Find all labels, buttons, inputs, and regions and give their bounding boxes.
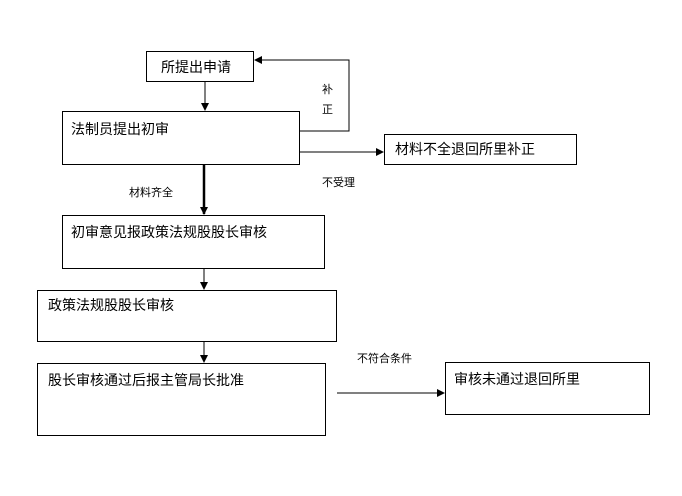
- step-policy-opinion-text: 初审意见报政策法规股股长审核: [71, 225, 267, 241]
- step-submit-box: 所提出申请: [146, 51, 254, 82]
- step-return-failed-box: 审核未通过退回所里: [445, 362, 650, 415]
- label-not-qualified: 不符合条件: [357, 352, 412, 365]
- step-reject-supplement-box: 材料不全退回所里补正: [384, 134, 577, 165]
- step-reject-supplement-text: 材料不全退回所里补正: [395, 142, 535, 158]
- step-initial-review-text: 法制员提出初审: [71, 122, 169, 138]
- step-return-failed-text: 审核未通过退回所里: [454, 372, 580, 388]
- step-director-approval-text: 股长审核通过后报主管局长批准: [48, 373, 244, 389]
- step-initial-review-box: 法制员提出初审: [62, 111, 300, 165]
- step-policy-opinion-box: 初审意见报政策法规股股长审核: [62, 215, 325, 269]
- step-director-approval-box: 股长审核通过后报主管局长批准: [37, 363, 326, 436]
- step-submit-text: 所提出申请: [161, 60, 231, 76]
- step-section-review-box: 政策法规股股长审核: [37, 290, 337, 342]
- label-materials-complete: 材料齐全: [129, 186, 173, 199]
- step-section-review-text: 政策法规股股长审核: [48, 298, 174, 314]
- label-supplement-char1: 补: [322, 83, 333, 96]
- arrow-supplement-loop: [254, 56, 350, 132]
- label-not-accepted: 不受理: [322, 176, 355, 189]
- label-supplement-char2: 正: [322, 103, 333, 116]
